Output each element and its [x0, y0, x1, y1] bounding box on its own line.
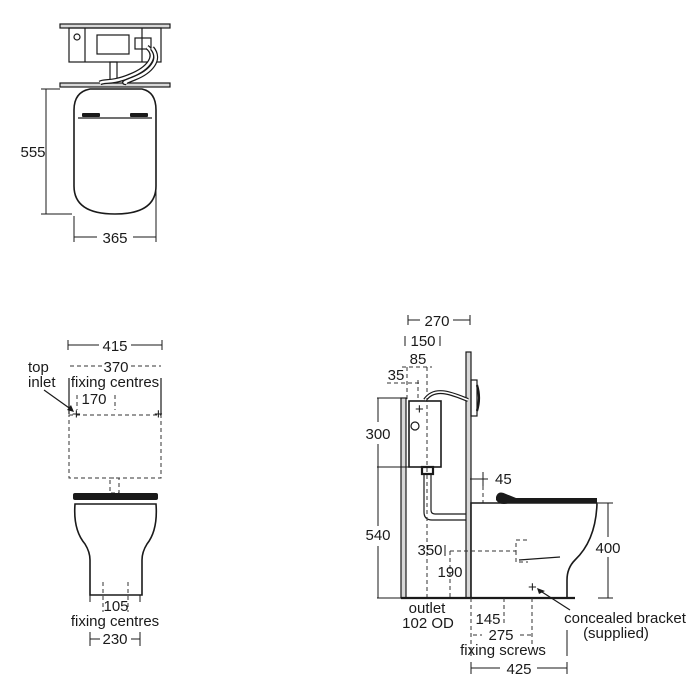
plan-view: 555 365	[20, 23, 171, 247]
dim-plan-width: 365	[102, 230, 127, 247]
front-seat	[73, 493, 158, 500]
plan-button-icon	[73, 33, 81, 41]
dim-side-145: 145	[475, 611, 500, 628]
dim-side-cistern-height: 300	[365, 426, 390, 443]
dim-side-35: 35	[388, 367, 405, 384]
dim-front-fixing-centres: 370	[103, 359, 128, 376]
front-view: 415 370 fixing centres 170 top inlet + +…	[28, 338, 163, 648]
dim-side-pan-height: 400	[595, 540, 620, 557]
dim-side-outlet-350: 350	[417, 542, 442, 559]
label-outlet-od: 102 OD	[402, 615, 454, 632]
side-pan	[470, 502, 598, 599]
side-cistern	[408, 400, 442, 468]
label-concealed-bracket: concealed bracket	[564, 610, 687, 627]
label-outlet: outlet	[409, 600, 447, 617]
dim-side-270: 270	[424, 313, 449, 330]
dim-front-base-fixing: 105	[103, 598, 128, 615]
dim-side-275: 275	[488, 627, 513, 644]
front-pan	[73, 503, 158, 596]
dim-side-overall-height: 540	[365, 527, 390, 544]
label-supplied: (supplied)	[583, 625, 649, 642]
side-view: 270 150 85 35 +	[365, 313, 686, 678]
plan-pan	[73, 88, 157, 215]
dim-side-outlet-190: 190	[437, 564, 462, 581]
dim-side-45: 45	[495, 471, 512, 488]
side-seat	[496, 492, 597, 504]
label-fixing-centres-top: fixing centres	[71, 374, 159, 391]
dim-front-inlet-offset: 170	[81, 391, 106, 408]
svg-text:+: +	[154, 406, 163, 423]
svg-text:+: +	[72, 406, 81, 423]
dim-front-base-width: 230	[102, 631, 127, 648]
label-top: top	[28, 359, 49, 376]
label-inlet: inlet	[28, 374, 56, 391]
dim-side-pan-depth: 425	[506, 661, 531, 678]
label-fixing-centres-bottom: fixing centres	[71, 613, 159, 630]
label-fixing-screws: fixing screws	[460, 642, 546, 659]
dim-front-overall-width: 415	[102, 338, 127, 355]
plan-cistern	[68, 27, 162, 63]
bracket-icon: +	[528, 579, 537, 596]
front-cistern-outline	[68, 414, 162, 479]
side-wall-left	[400, 397, 407, 599]
dim-side-150: 150	[410, 333, 435, 350]
svg-text:+: +	[415, 401, 424, 418]
dim-side-85: 85	[410, 351, 427, 368]
dim-plan-depth: 555	[20, 144, 45, 161]
